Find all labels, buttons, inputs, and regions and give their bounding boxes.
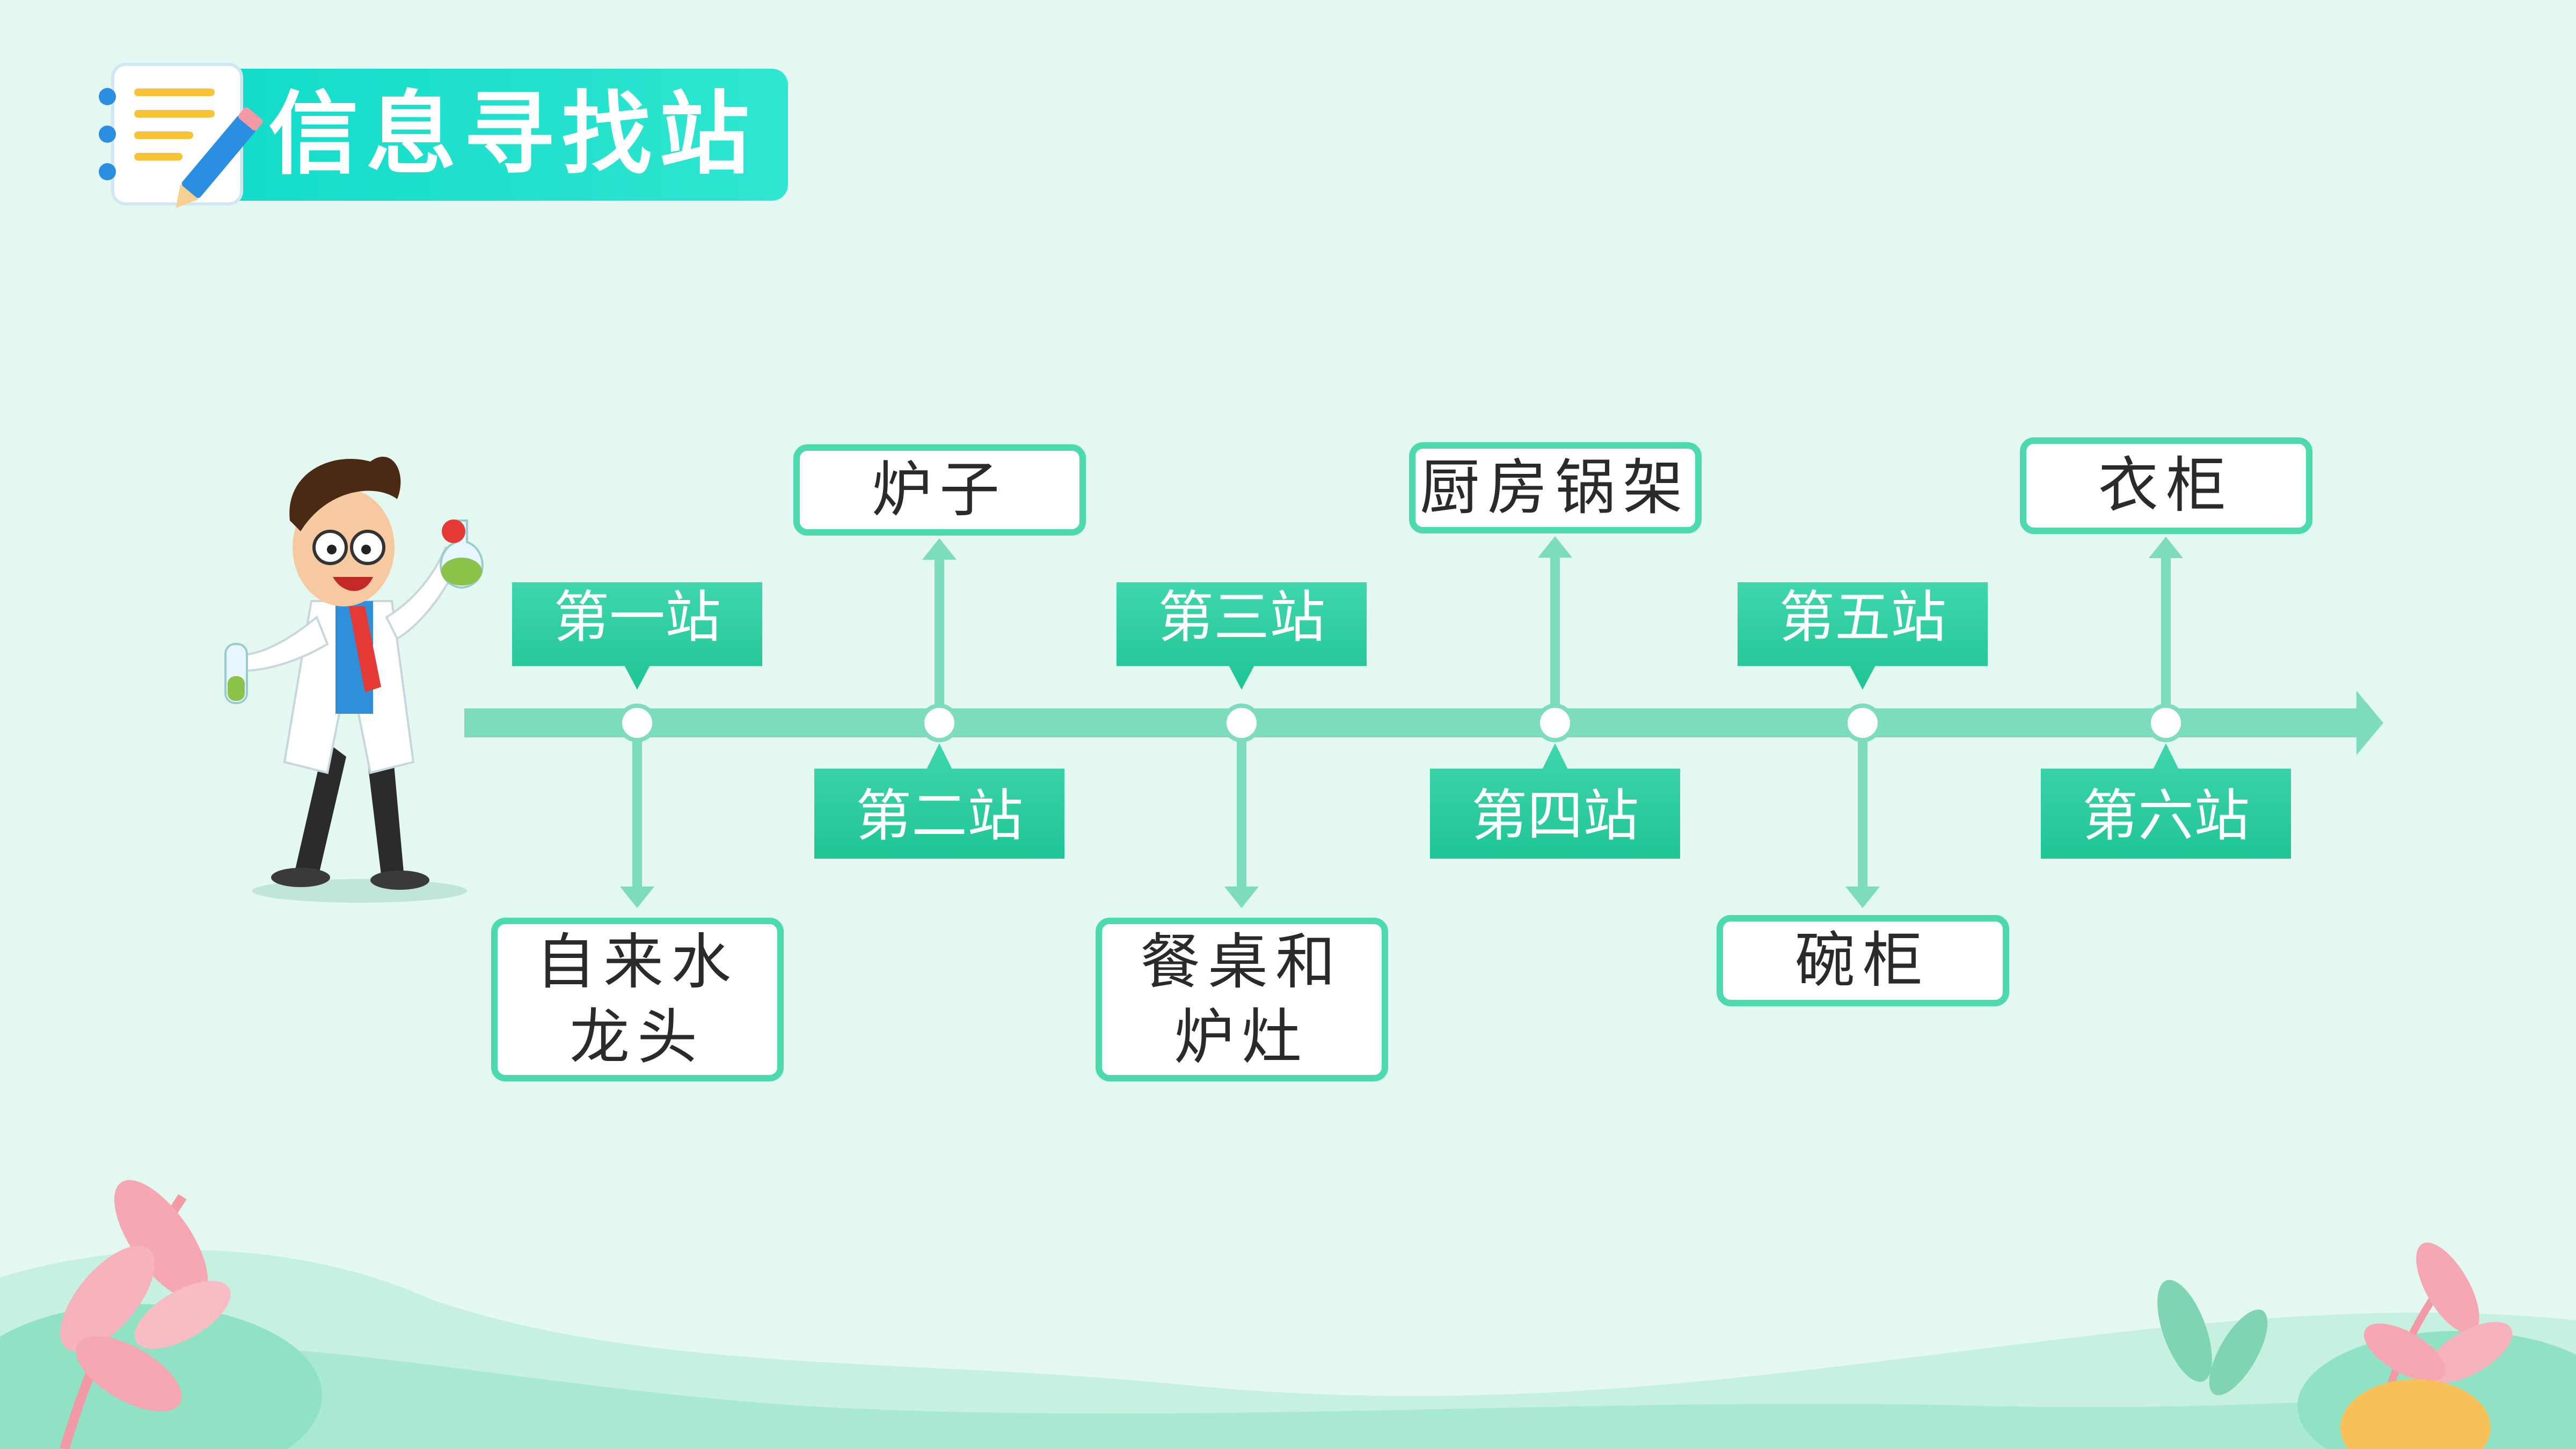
page-title: 信息寻找站 (268, 82, 757, 187)
connector-line (2161, 555, 2171, 723)
timeline-node (2147, 704, 2185, 742)
station-answer-box: 衣柜 (2019, 437, 2312, 534)
connector-arrowhead (1538, 536, 1572, 558)
notebook-pencil-icon (99, 63, 263, 208)
timeline-node (1843, 704, 1882, 742)
pink-leaf-decoration (60, 1180, 231, 1449)
timeline-node (618, 704, 656, 742)
timeline-axis (464, 708, 2365, 737)
station-tag: 第五站 (1738, 582, 1988, 690)
connector-line (632, 723, 642, 895)
station-answer-box: 自来水 龙头 (491, 918, 784, 1081)
connector-arrowhead (922, 538, 957, 560)
timeline-arrowhead (2356, 691, 2383, 755)
connector-arrowhead (1845, 887, 1880, 908)
station-answer-box: 厨房锅架 (1409, 442, 1702, 533)
scientist-cartoon (224, 456, 484, 903)
title-bar (225, 69, 788, 201)
station-answer-box: 炉子 (793, 444, 1086, 536)
station-answer-box: 餐桌和 炉灶 (1095, 918, 1388, 1081)
connector-line (1858, 723, 1867, 895)
connector-arrowhead (620, 887, 654, 908)
connector-arrowhead (1224, 887, 1259, 908)
connector-line (1550, 555, 1560, 723)
right-leaf-decoration (2157, 1242, 2513, 1449)
connector-line (1237, 723, 1246, 895)
connector-arrowhead (2149, 537, 2183, 558)
timeline-node (920, 704, 959, 742)
station-answer-box: 碗柜 (1716, 915, 2009, 1006)
connector-line (935, 557, 944, 723)
timeline-node (1222, 704, 1261, 742)
timeline-node (1536, 704, 1574, 742)
